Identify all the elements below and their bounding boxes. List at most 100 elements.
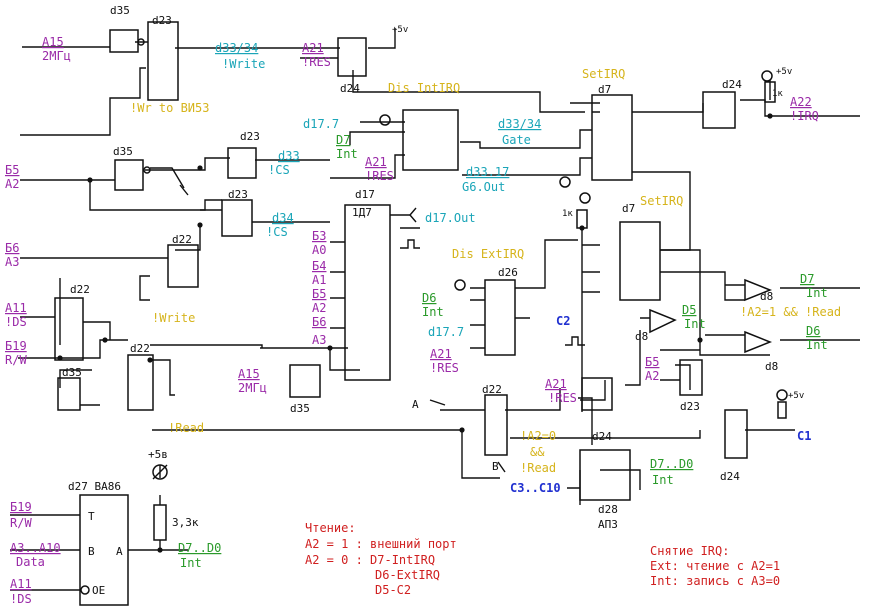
label-arrow-a: A <box>412 398 419 411</box>
label-d33-34b: d33/34 <box>498 117 541 131</box>
label-1k-lower: 1к <box>562 209 573 219</box>
resistor-1k-top <box>764 81 776 103</box>
chip-d28-type: АП3 <box>598 518 618 531</box>
label-write-top: !Write <box>222 57 265 71</box>
label-cs2: !CS <box>266 225 288 239</box>
chip-d22-mid: d22 <box>172 233 192 246</box>
label-data: Data <box>16 555 45 569</box>
label-b6: Б6 <box>5 241 19 255</box>
label-arrow-b: B <box>492 460 499 473</box>
label-a15-top: A15 <box>42 35 64 49</box>
components <box>54 21 788 606</box>
label-c2: C2 <box>556 314 570 328</box>
resistor-3k3 <box>153 504 167 541</box>
pin-oe: OE <box>92 584 105 597</box>
d24-top-gate <box>337 37 367 77</box>
note-read-line-2: A2 = 0 : D7-IntIRQ <box>305 553 435 567</box>
label-a0: A0 <box>312 243 326 257</box>
chip-d22-bottom: d22 <box>482 383 502 396</box>
label-d6-right: D6 <box>806 324 820 338</box>
wires <box>10 28 860 591</box>
label-b6b: Б6 <box>312 315 326 329</box>
chip-d35-lower: d35 <box>290 402 310 415</box>
note-read-line-4: D5-C2 <box>375 583 411 597</box>
chip-d26: d26 <box>498 266 518 279</box>
label-d7d0-bot: D7..D0 <box>178 541 221 555</box>
chip-d35-left: d35 <box>62 366 82 379</box>
d28-chip <box>579 449 631 501</box>
label-a21-top: A21 <box>302 41 324 55</box>
label-int-d5: Int <box>684 317 706 331</box>
chip-d17: d17 <box>355 188 375 201</box>
label-gate: Gate <box>502 133 531 147</box>
label-rw-left: R/W <box>5 353 27 367</box>
label-b3: Б3 <box>312 229 326 243</box>
pin-a: A <box>116 545 123 558</box>
label-d33-34: d33/34 <box>215 41 258 55</box>
label-b5: Б5 <box>5 163 19 177</box>
chip-d23-lower-right: d23 <box>680 400 700 413</box>
label-d34-cs: d34 <box>272 211 294 225</box>
d35-left-gate <box>57 377 81 411</box>
d22-bottom-gate <box>484 394 508 456</box>
title-setirq-lower: SetIRQ <box>640 194 683 208</box>
note-read-line-1: A2 = 1 : внешний порт <box>305 537 457 551</box>
chip-d27: d27 ВА86 <box>68 480 121 493</box>
d24-right-gate <box>702 91 736 129</box>
label-wr-to-vi53: !Wr to ВИ53 <box>130 101 209 115</box>
label-1k-top: 1к <box>772 89 783 99</box>
signal-labels: A15 2МГц d33/34 !Write A21 !RES !Wr to В… <box>5 25 841 606</box>
d23-lower-gate <box>221 199 253 237</box>
label-d33-cs: d33 <box>278 149 300 163</box>
label-d7-mid: D7 <box>336 133 350 147</box>
label-int-r2: Int <box>806 338 828 352</box>
chip-d24-bottom: d24 <box>592 430 612 443</box>
label-5v-bottom: +5v <box>788 391 804 401</box>
label-res-mid: !RES <box>365 169 394 183</box>
chip-d7-lower: d7 <box>622 202 635 215</box>
label-d17-out: d17.Out <box>425 211 476 225</box>
label-resistor-33k: 3,3к <box>172 516 199 529</box>
label-res-low: !RES <box>430 361 459 375</box>
chip-d22-left: d22 <box>70 283 90 296</box>
label-b19-bot: Б19 <box>10 500 32 514</box>
label-int-bot: Int <box>180 556 202 570</box>
label-a11-left: A11 <box>5 301 27 315</box>
label-int-r3: Int <box>652 473 674 487</box>
d23-top-gate <box>147 21 179 101</box>
title-dis-intirq: Dis IntIRQ <box>388 81 460 95</box>
label-a2c: A2 <box>645 369 659 383</box>
label-res-top: !RES <box>302 55 331 69</box>
label-d7-right: D7 <box>800 272 814 286</box>
label-plus5v: +5в <box>148 448 168 461</box>
label-2mhz-mid: 2МГц <box>238 381 267 395</box>
label-b5b: Б5 <box>312 287 326 301</box>
chip-d35-top: d35 <box>110 4 130 17</box>
label-d7d0-r: D7..D0 <box>650 457 693 471</box>
label-irq: !IRQ <box>790 109 819 123</box>
label-a3b: A3 <box>312 333 326 347</box>
chip-d28: d28 <box>598 503 618 516</box>
label-ds-left: !DS <box>5 315 27 329</box>
label-a21-low: A21 <box>430 347 452 361</box>
d17-chip <box>344 204 391 381</box>
d26-flipflop <box>484 279 516 356</box>
d36-flipflop <box>402 109 459 171</box>
label-d17-7b: d17.7 <box>428 325 464 339</box>
label-cs1: !CS <box>268 163 290 177</box>
label-b19-left: Б19 <box>5 339 27 353</box>
d8-buffer-mid <box>649 308 677 334</box>
label-a2b: A2 <box>312 301 326 315</box>
label-int-r1: Int <box>806 286 828 300</box>
chip-d24-right-bottom: d24 <box>720 470 740 483</box>
label-c1: C1 <box>797 429 811 443</box>
chip-d35-mid: d35 <box>113 145 133 158</box>
title-dis-extirq: Dis ExtIRQ <box>452 247 524 261</box>
d24-small-gate <box>581 377 613 411</box>
label-cond2c: !Read <box>520 461 556 475</box>
label-c3-c10: C3..C10 <box>510 481 561 495</box>
title-setirq-top: SetIRQ <box>582 67 625 81</box>
label-2mhz-top: 2МГц <box>42 49 71 63</box>
d22-mid-gate <box>167 244 199 288</box>
